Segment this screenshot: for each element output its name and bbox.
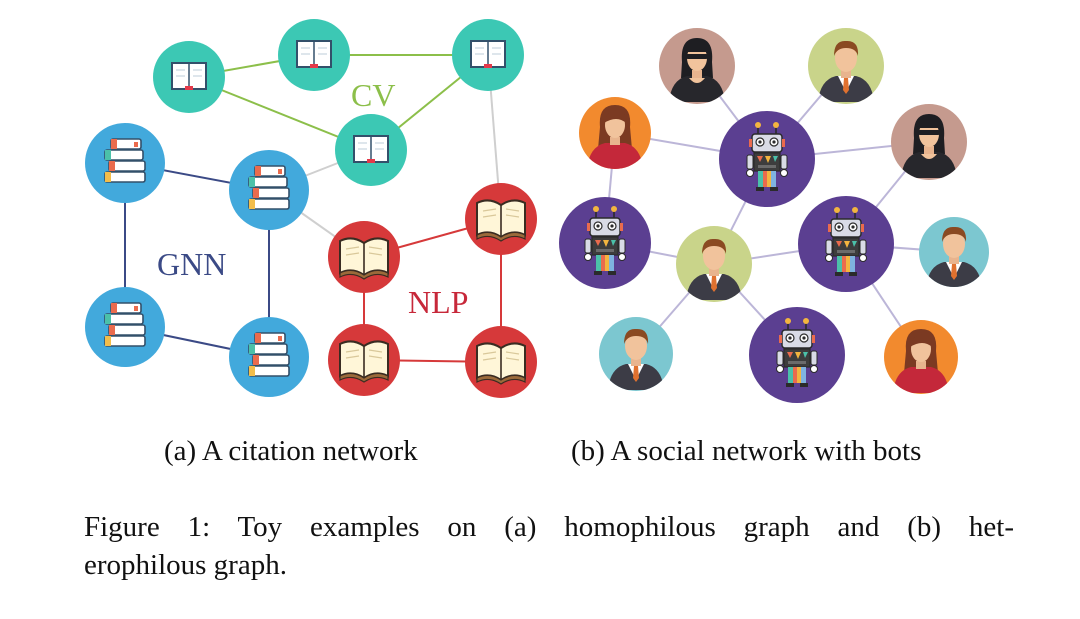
cv-node xyxy=(153,41,225,113)
nlp-node xyxy=(328,221,400,293)
figure-caption: Figure 1: Toy examples on (a) homophilou… xyxy=(84,508,1014,584)
subcaption-a: (a) A citation network xyxy=(164,435,418,467)
human-node xyxy=(808,28,884,104)
cv-node xyxy=(335,114,407,186)
bot-node xyxy=(749,307,845,403)
book-stack-icon xyxy=(104,138,146,183)
citation-network: CV GNN NLP xyxy=(85,19,537,398)
nlp-node xyxy=(465,183,537,255)
nlp-node xyxy=(465,326,537,398)
gnn-node xyxy=(85,287,165,367)
human-node xyxy=(891,104,967,180)
open-book-icon xyxy=(476,199,526,242)
human-node xyxy=(676,226,752,302)
human-node xyxy=(919,217,989,287)
open-book-icon xyxy=(339,237,389,280)
open-book-icon xyxy=(171,62,207,91)
figure-illustration: CV GNN NLP xyxy=(85,19,989,403)
book-stack-icon xyxy=(248,332,290,377)
human-node xyxy=(884,320,958,394)
human-node xyxy=(599,317,673,391)
book-stack-icon xyxy=(104,302,146,347)
human-node xyxy=(659,28,735,104)
open-book-icon xyxy=(296,40,332,69)
bot-node xyxy=(559,197,651,289)
gnn-label: GNN xyxy=(157,246,226,282)
bot-node xyxy=(798,196,894,292)
open-book-icon xyxy=(470,40,506,69)
figure-caption-line: erophilous graph. xyxy=(84,549,287,581)
social-network xyxy=(559,28,989,403)
figure-caption-line: Figure 1: Toy examples on (a) homophilou… xyxy=(84,511,1014,543)
cv-label: CV xyxy=(351,77,395,113)
human-node xyxy=(579,97,651,169)
cv-node xyxy=(278,19,350,91)
gnn-node xyxy=(229,150,309,230)
book-stack-icon xyxy=(248,165,290,210)
open-book-icon xyxy=(353,135,389,164)
gnn-node xyxy=(229,317,309,397)
open-book-icon xyxy=(339,340,389,383)
nlp-label: NLP xyxy=(408,284,468,320)
cv-node xyxy=(452,19,524,91)
open-book-icon xyxy=(476,342,526,385)
subcaption-b: (b) A social network with bots xyxy=(571,435,922,467)
bot-node xyxy=(719,111,815,207)
nlp-node xyxy=(328,324,400,396)
gnn-node xyxy=(85,123,165,203)
